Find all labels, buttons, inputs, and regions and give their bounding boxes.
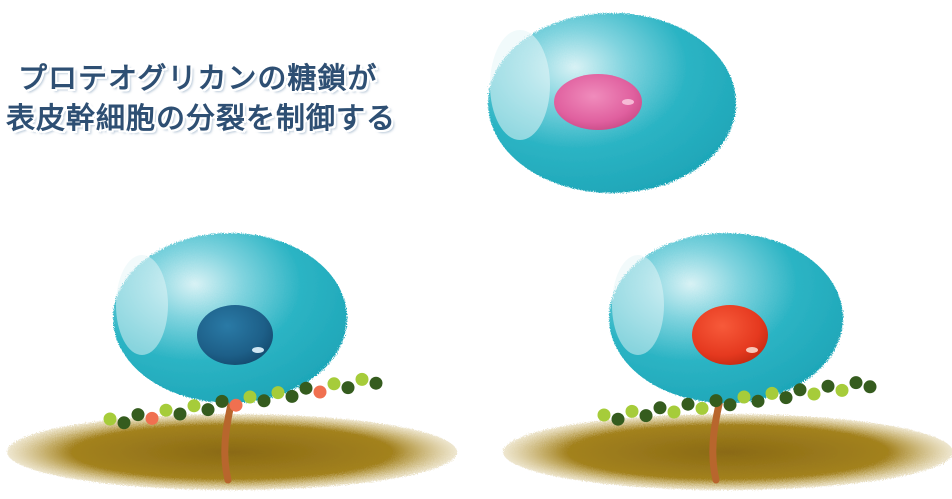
glycan-bead: [612, 413, 625, 426]
glycan-bead: [752, 395, 765, 408]
glycan-bead: [216, 395, 229, 408]
left-basement-membrane: [7, 414, 457, 490]
glycan-bead: [598, 409, 611, 422]
left-cell-nucleus: [197, 305, 273, 365]
glycan-bead: [118, 416, 131, 429]
glycan-bead: [286, 390, 299, 403]
glycan-bead: [132, 408, 145, 421]
glycan-bead: [724, 398, 737, 411]
glycan-bead: [654, 401, 667, 414]
glycan-bead: [146, 412, 159, 425]
glycan-bead: [626, 405, 639, 418]
right-cell-nucleus: [692, 305, 768, 365]
glycan-bead: [188, 399, 201, 412]
glycan-bead: [258, 394, 271, 407]
glycan-bead: [780, 391, 793, 404]
glycan-bead: [272, 386, 285, 399]
glycan-bead: [836, 384, 849, 397]
glycan-bead: [766, 387, 779, 400]
glycan-bead: [328, 377, 341, 390]
glycan-bead: [104, 413, 117, 426]
glycan-bead: [174, 408, 187, 421]
glycan-bead: [668, 406, 681, 419]
glycan-bead: [794, 383, 807, 396]
glycan-bead: [202, 403, 215, 416]
right-cell-on-basement-membrane: [503, 233, 952, 490]
top-stem-cell-illustration: [488, 13, 736, 193]
glycan-bead: [230, 399, 243, 412]
glycan-bead: [864, 380, 877, 393]
glycan-bead: [738, 391, 751, 404]
glycan-bead: [710, 394, 723, 407]
glycan-bead: [850, 376, 863, 389]
glycan-bead: [160, 404, 173, 417]
glycan-bead: [808, 388, 821, 401]
glycan-bead: [682, 398, 695, 411]
glycan-bead: [244, 391, 257, 404]
top-cell-highlight: [490, 30, 550, 140]
left-cell-on-basement-membrane: [7, 233, 457, 490]
glycan-bead: [356, 373, 369, 386]
glycan-bead: [342, 381, 355, 394]
glycan-bead: [822, 380, 835, 393]
glycan-bead: [696, 402, 709, 415]
right-basement-membrane: [503, 414, 952, 490]
glycan-bead: [300, 382, 313, 395]
glycan-bead: [640, 409, 653, 422]
glycan-bead: [314, 386, 327, 399]
glycan-bead: [370, 377, 383, 390]
